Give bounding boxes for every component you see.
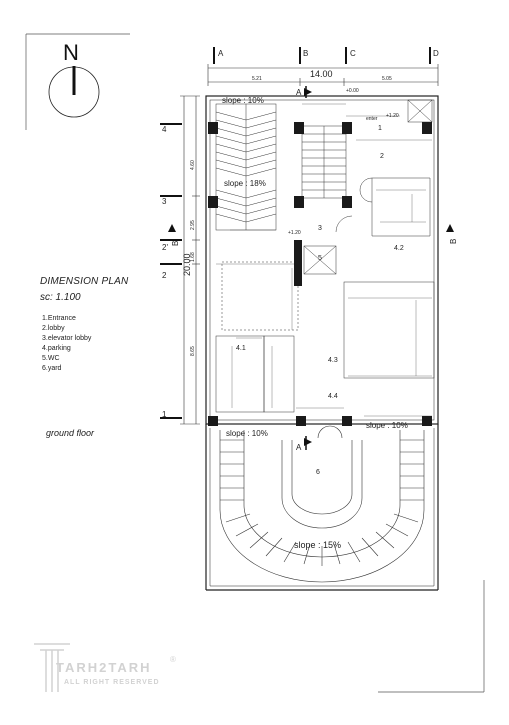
grid-col-b: B: [303, 49, 308, 58]
section-b-left: B: [171, 241, 180, 246]
legend-item: 2.lobby: [42, 325, 65, 332]
grid-row-2p: 2': [162, 243, 168, 252]
slope-label-5: slope : 15%: [294, 540, 341, 550]
section-a-bottom: A: [296, 443, 302, 452]
left-dim-2: 2.95: [190, 220, 196, 230]
north-arrow-icon: [48, 66, 100, 118]
space-4-2: 4.2: [394, 245, 404, 252]
yard-curved-ramp: [219, 425, 425, 583]
space-numbers: 1 2 3 4.1 4.2 4.3 4.4 5 6: [236, 125, 404, 476]
legend-item: 1.Entrance: [42, 315, 76, 322]
section-labels: A A B B: [171, 88, 458, 452]
grid-col-c: C: [350, 49, 356, 58]
left-dim-3: 1.68: [190, 252, 196, 262]
sheet-frame: [25, 33, 485, 693]
watermark-text: TARH2TARH: [56, 660, 152, 675]
overall-length: 20.00: [182, 253, 192, 276]
space-5: 5: [318, 255, 322, 262]
level-entrance: +1.20: [386, 113, 399, 119]
grid-row-3: 3: [162, 197, 167, 206]
building-outline: [205, 95, 439, 591]
legend-item: 5.WC: [42, 355, 60, 362]
level-lobby: +1.20: [288, 230, 301, 236]
grid-col-a: A: [218, 49, 224, 58]
drawing-title: DIMENSION PLAN: [40, 276, 129, 287]
drawing-scale: sc: 1.100: [40, 292, 81, 303]
left-dim-1: 4.60: [190, 160, 196, 170]
legend-item: 6.yard: [42, 365, 62, 372]
grid-column-markers: [213, 47, 431, 64]
left-dim-4: 8.65: [190, 346, 196, 356]
level-marks: +0.00 +1.20 +1.20 enter: [288, 88, 399, 236]
space-4-4: 4.4: [328, 393, 338, 400]
legend-item: 4.parking: [42, 345, 71, 352]
top-dim-left: 5.21: [252, 76, 262, 82]
watermark-subtext: ALL RIGHT RESERVED: [64, 679, 160, 686]
left-dimension-lines: [180, 95, 200, 425]
grid-row-markers: [160, 123, 182, 419]
grid-column-labels: A B C D: [218, 49, 439, 58]
space-legend: 1.Entrance 2.lobby 3.elevator lobby 4.pa…: [42, 314, 91, 374]
space-4-3: 4.3: [328, 357, 338, 364]
space-4-1: 4.1: [236, 345, 246, 352]
space-6: 6: [316, 469, 320, 476]
section-b-right: B: [449, 239, 458, 244]
section-a-top: A: [296, 88, 302, 97]
grid-col-d: D: [433, 49, 439, 58]
space-3: 3: [318, 225, 322, 232]
top-dim-right: 5.05: [382, 76, 392, 82]
grid-row-1: 1: [162, 410, 167, 419]
ramp-upper: [215, 103, 277, 231]
top-dimension-lines: [207, 64, 439, 86]
watermark-registered-icon: ®: [170, 655, 176, 664]
level-top: +0.00: [346, 88, 359, 94]
slope-label-1: slope : 10%: [222, 96, 264, 105]
space-2: 2: [380, 153, 384, 160]
grid-row-4: 4: [162, 125, 167, 134]
slope-label-2: slope : 18%: [224, 179, 266, 188]
slope-label-4: slope : 10%: [366, 421, 408, 430]
section-mark-icons: [168, 88, 454, 446]
stair-core: [215, 99, 435, 413]
space-1: 1: [378, 125, 382, 132]
interior-dimension-lines: [216, 103, 432, 417]
structural-columns: [208, 122, 432, 426]
enter-label: enter: [366, 116, 378, 122]
grid-row-labels: 4 3 2' 2 1: [162, 125, 168, 419]
floor-label: ground floor: [46, 428, 95, 438]
slope-label-3: slope : 10%: [226, 429, 268, 438]
legend-item: 3.elevator lobby: [42, 335, 92, 342]
watermark-logo-icon: [34, 643, 70, 692]
north-label: N: [63, 40, 79, 65]
overall-width: 14.00: [310, 69, 333, 79]
grid-row-2: 2: [162, 271, 167, 280]
